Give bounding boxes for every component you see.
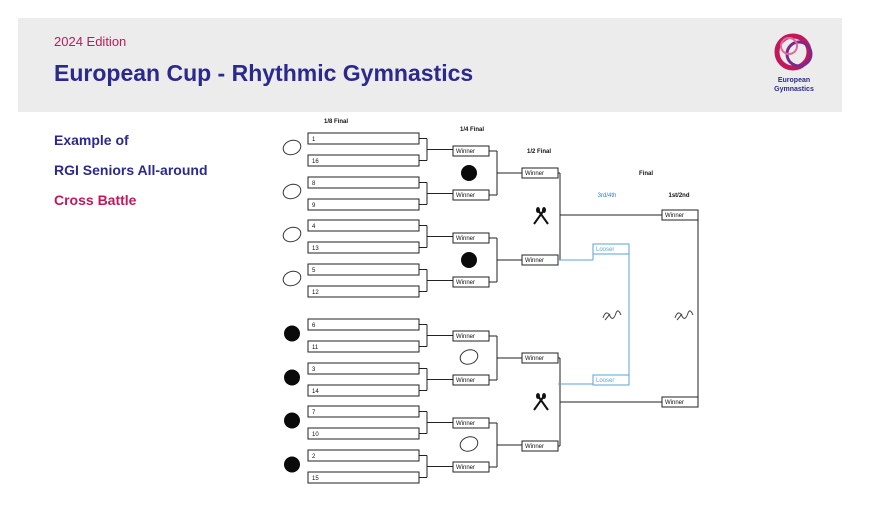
ball-icon: [284, 412, 300, 429]
round-label-r16: 1/8 Final: [324, 119, 348, 125]
edition-label: 2024 Edition: [54, 34, 127, 49]
seed-slot: [307, 132, 420, 145]
looser-label: Looser: [596, 247, 614, 253]
seed-number: 13: [312, 246, 319, 252]
winner-label: Winner: [525, 258, 544, 264]
seed-slot: [307, 318, 420, 331]
winner-label: Winner: [456, 421, 475, 427]
winner-label: Winner: [456, 149, 475, 155]
seed-slot: [307, 219, 420, 232]
seed-number: 1: [312, 137, 316, 143]
header-banner: 2024 Edition European Cup - Rhythmic Gym…: [18, 18, 842, 112]
ball-icon: [284, 325, 300, 342]
seed-number: 5: [312, 268, 316, 274]
round-label-sf: 1/2 Final: [527, 149, 551, 155]
seed-slot: [307, 263, 420, 276]
seed-number: 14: [312, 389, 319, 395]
seed-number: 2: [312, 454, 316, 460]
logo-text-line1: European: [778, 77, 810, 84]
ball-icon: [284, 369, 300, 386]
round-label-final: Final: [639, 171, 653, 177]
logo-text-line2: Gymnastics: [774, 86, 814, 93]
side-text-example: Example of: [54, 132, 129, 148]
ribbon-icon: [602, 310, 622, 321]
seed-slot: [307, 198, 420, 211]
european-gymnastics-logo: European Gymnastics: [774, 33, 814, 93]
seed-number: 16: [312, 159, 319, 165]
seed-slot: [307, 471, 420, 484]
bracket-texts: 11689413512611314710215WinnerWinnerWinne…: [312, 137, 684, 482]
seed-slot: [307, 384, 420, 397]
winner-label: Winner: [456, 378, 475, 384]
bracket-lines: [307, 132, 699, 484]
round-label-first: 1st/2nd: [668, 193, 689, 199]
ball-icon: [461, 165, 477, 181]
page-title: European Cup - Rhythmic Gymnastics: [54, 60, 474, 86]
winner-label: Winner: [456, 280, 475, 286]
seed-number: 12: [312, 290, 319, 296]
seed-slot: [307, 154, 420, 167]
seed-number: 15: [312, 476, 319, 482]
ball-icon: [461, 252, 477, 268]
apparatus-icons: [282, 139, 694, 473]
hoop-icon: [282, 226, 302, 243]
winner-label: Winner: [665, 400, 684, 406]
seed-slot: [307, 241, 420, 254]
seed-slot: [307, 427, 420, 440]
hoop-icon: [459, 436, 479, 452]
seed-number: 4: [312, 224, 316, 230]
clubs-icon: [533, 207, 549, 225]
winner-label: Winner: [525, 171, 544, 177]
looser-label: Looser: [596, 378, 614, 384]
hoop-icon: [459, 349, 479, 365]
seed-slot: [307, 405, 420, 418]
seed-number: 7: [312, 410, 316, 416]
seed-number: 3: [312, 367, 316, 373]
seed-slot: [307, 362, 420, 375]
seed-number: 6: [312, 323, 316, 329]
seed-slot: [307, 340, 420, 353]
seed-slot: [307, 449, 420, 462]
ribbon-icon: [674, 310, 694, 321]
seed-slot: [307, 176, 420, 189]
round-label-qf: 1/4 Final: [460, 127, 484, 133]
seed-slot: [307, 285, 420, 298]
hoop-icon: [282, 139, 302, 156]
side-text-category: RGI Seniors All-around: [54, 162, 208, 178]
ball-icon: [284, 456, 300, 473]
side-text-format: Cross Battle: [54, 192, 137, 208]
round-label-third: 3rd/4th: [598, 193, 617, 199]
winner-label: Winner: [525, 356, 544, 362]
winner-label: Winner: [456, 193, 475, 199]
winner-label: Winner: [456, 236, 475, 242]
winner-label: Winner: [456, 465, 475, 471]
winner-label: Winner: [665, 213, 684, 219]
winner-label: Winner: [525, 444, 544, 450]
seed-number: 9: [312, 203, 316, 209]
clubs-icon: [533, 393, 549, 411]
seed-number: 10: [312, 432, 319, 438]
hoop-icon: [282, 183, 302, 200]
seed-number: 11: [312, 345, 319, 351]
winner-label: Winner: [456, 334, 475, 340]
seed-number: 8: [312, 181, 316, 187]
hoop-icon: [282, 270, 302, 287]
